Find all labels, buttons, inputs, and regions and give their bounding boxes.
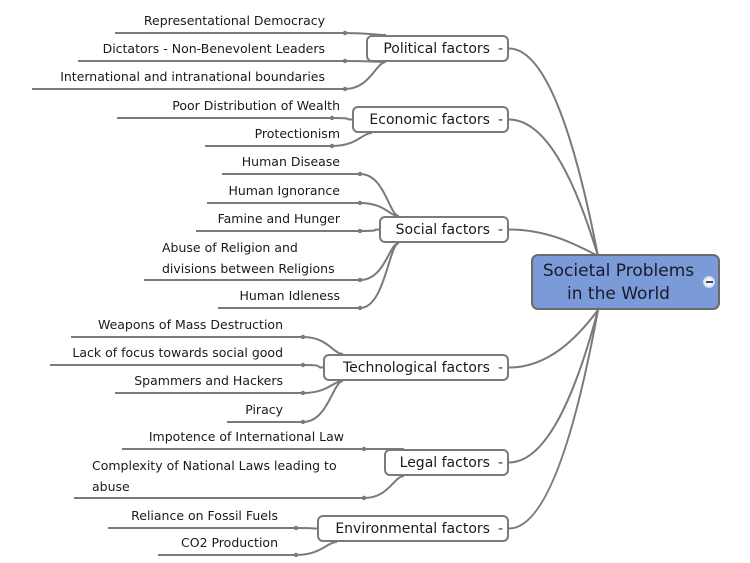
leaf-connector bbox=[359, 242, 400, 309]
branch-label: Environmental factors bbox=[335, 520, 490, 537]
leaf-connector bbox=[344, 32, 387, 36]
leaf-connector bbox=[344, 61, 387, 90]
subtopic-label[interactable]: Lack of focus towards social good bbox=[72, 345, 283, 360]
branch-label: Legal factors bbox=[399, 454, 490, 471]
connector-dot bbox=[357, 277, 363, 283]
connector-dot bbox=[293, 552, 299, 558]
leaf-connector bbox=[295, 541, 338, 556]
branch-topic-political-factors[interactable]: Political factors- bbox=[366, 35, 509, 62]
collapse-minus-icon[interactable]: - bbox=[497, 40, 503, 57]
branch-label: Social factors bbox=[395, 221, 490, 238]
leaf-connector bbox=[302, 380, 344, 423]
connector-dot bbox=[300, 334, 306, 340]
subtopic-label[interactable]: Abuse of Religion and divisions between … bbox=[162, 240, 335, 276]
subtopic-label[interactable]: Protectionism bbox=[254, 126, 340, 141]
subtopic-label[interactable]: Piracy bbox=[245, 402, 283, 417]
root-title-line-1: Societal Problems bbox=[542, 261, 695, 281]
collapse-minus-icon[interactable]: - bbox=[497, 221, 503, 238]
connector-dot bbox=[329, 115, 335, 121]
connector-dot bbox=[342, 86, 348, 92]
connector-dot bbox=[300, 362, 306, 368]
subtopic-label[interactable]: Dictators - Non-Benevolent Leaders bbox=[102, 41, 325, 56]
leaf-connector bbox=[359, 202, 400, 217]
root-topic[interactable]: Societal Problems in the World bbox=[531, 254, 720, 310]
connector-dot bbox=[357, 305, 363, 311]
branch-connector bbox=[508, 47, 599, 257]
branch-connector bbox=[508, 309, 599, 369]
subtopic-label[interactable]: Spammers and Hackers bbox=[134, 373, 283, 388]
leaf-connector bbox=[331, 132, 373, 147]
collapse-minus-icon[interactable]: - bbox=[497, 520, 503, 537]
subtopic-label[interactable]: Reliance on Fossil Fuels bbox=[131, 508, 278, 523]
connector-dot bbox=[357, 200, 363, 206]
connector-dot bbox=[300, 419, 306, 425]
connector-dot bbox=[329, 143, 335, 149]
connector-dot bbox=[357, 228, 363, 234]
subtopic-label[interactable]: CO2 Production bbox=[181, 535, 278, 550]
connector-dot bbox=[293, 525, 299, 531]
subtopic-label[interactable]: Human Idleness bbox=[239, 288, 340, 303]
subtopic-label[interactable]: Representational Democracy bbox=[143, 13, 325, 28]
subtopic-label[interactable]: Complexity of National Laws leading to a… bbox=[92, 458, 337, 494]
branch-topic-legal-factors[interactable]: Legal factors- bbox=[384, 449, 509, 476]
branch-label: Technological factors bbox=[342, 359, 490, 376]
leaf-connector bbox=[302, 336, 344, 355]
collapse-minus-icon[interactable]: - bbox=[497, 359, 503, 376]
subtopic-label[interactable]: Human Disease bbox=[241, 154, 340, 169]
subtopic-label[interactable]: Poor Distribution of Wealth bbox=[172, 98, 340, 113]
leaf-connector bbox=[295, 527, 318, 530]
branch-connector bbox=[508, 118, 599, 257]
subtopic-label[interactable]: Human Ignorance bbox=[228, 183, 340, 198]
connector-dot bbox=[342, 30, 348, 36]
branch-label: Political factors bbox=[383, 40, 490, 57]
subtopic-label[interactable]: Famine and Hunger bbox=[217, 211, 340, 226]
leaf-connector bbox=[359, 228, 380, 232]
branch-topic-environmental-factors[interactable]: Environmental factors- bbox=[317, 515, 509, 542]
leaf-connector bbox=[302, 364, 324, 369]
branch-topic-economic-factors[interactable]: Economic factors- bbox=[352, 106, 509, 133]
subtopic-label[interactable]: International and intranational boundari… bbox=[60, 69, 325, 84]
connector-dot bbox=[357, 171, 363, 177]
branch-connector bbox=[508, 309, 599, 530]
connector-dot bbox=[361, 446, 367, 452]
collapse-minus-icon[interactable]: - bbox=[497, 454, 503, 471]
subtopic-label[interactable]: Weapons of Mass Destruction bbox=[97, 317, 283, 332]
root-title-line-2: in the World bbox=[567, 284, 670, 304]
branch-label: Economic factors bbox=[369, 111, 490, 128]
connector-dot bbox=[361, 495, 367, 501]
branch-connector bbox=[508, 228, 599, 257]
leaf-connector bbox=[363, 475, 405, 499]
connector-dot bbox=[342, 58, 348, 64]
collapse-minus-icon[interactable]: - bbox=[497, 111, 503, 128]
leaf-connector bbox=[331, 117, 353, 121]
minus-circle-icon[interactable] bbox=[703, 276, 715, 288]
branch-topic-social-factors[interactable]: Social factors- bbox=[379, 216, 509, 243]
branch-connector bbox=[508, 309, 599, 464]
connector-dot bbox=[300, 390, 306, 396]
branch-topic-technological-factors[interactable]: Technological factors- bbox=[323, 354, 509, 381]
leaf-connector bbox=[359, 173, 400, 217]
subtopic-label[interactable]: Impotence of International Law bbox=[148, 429, 344, 444]
